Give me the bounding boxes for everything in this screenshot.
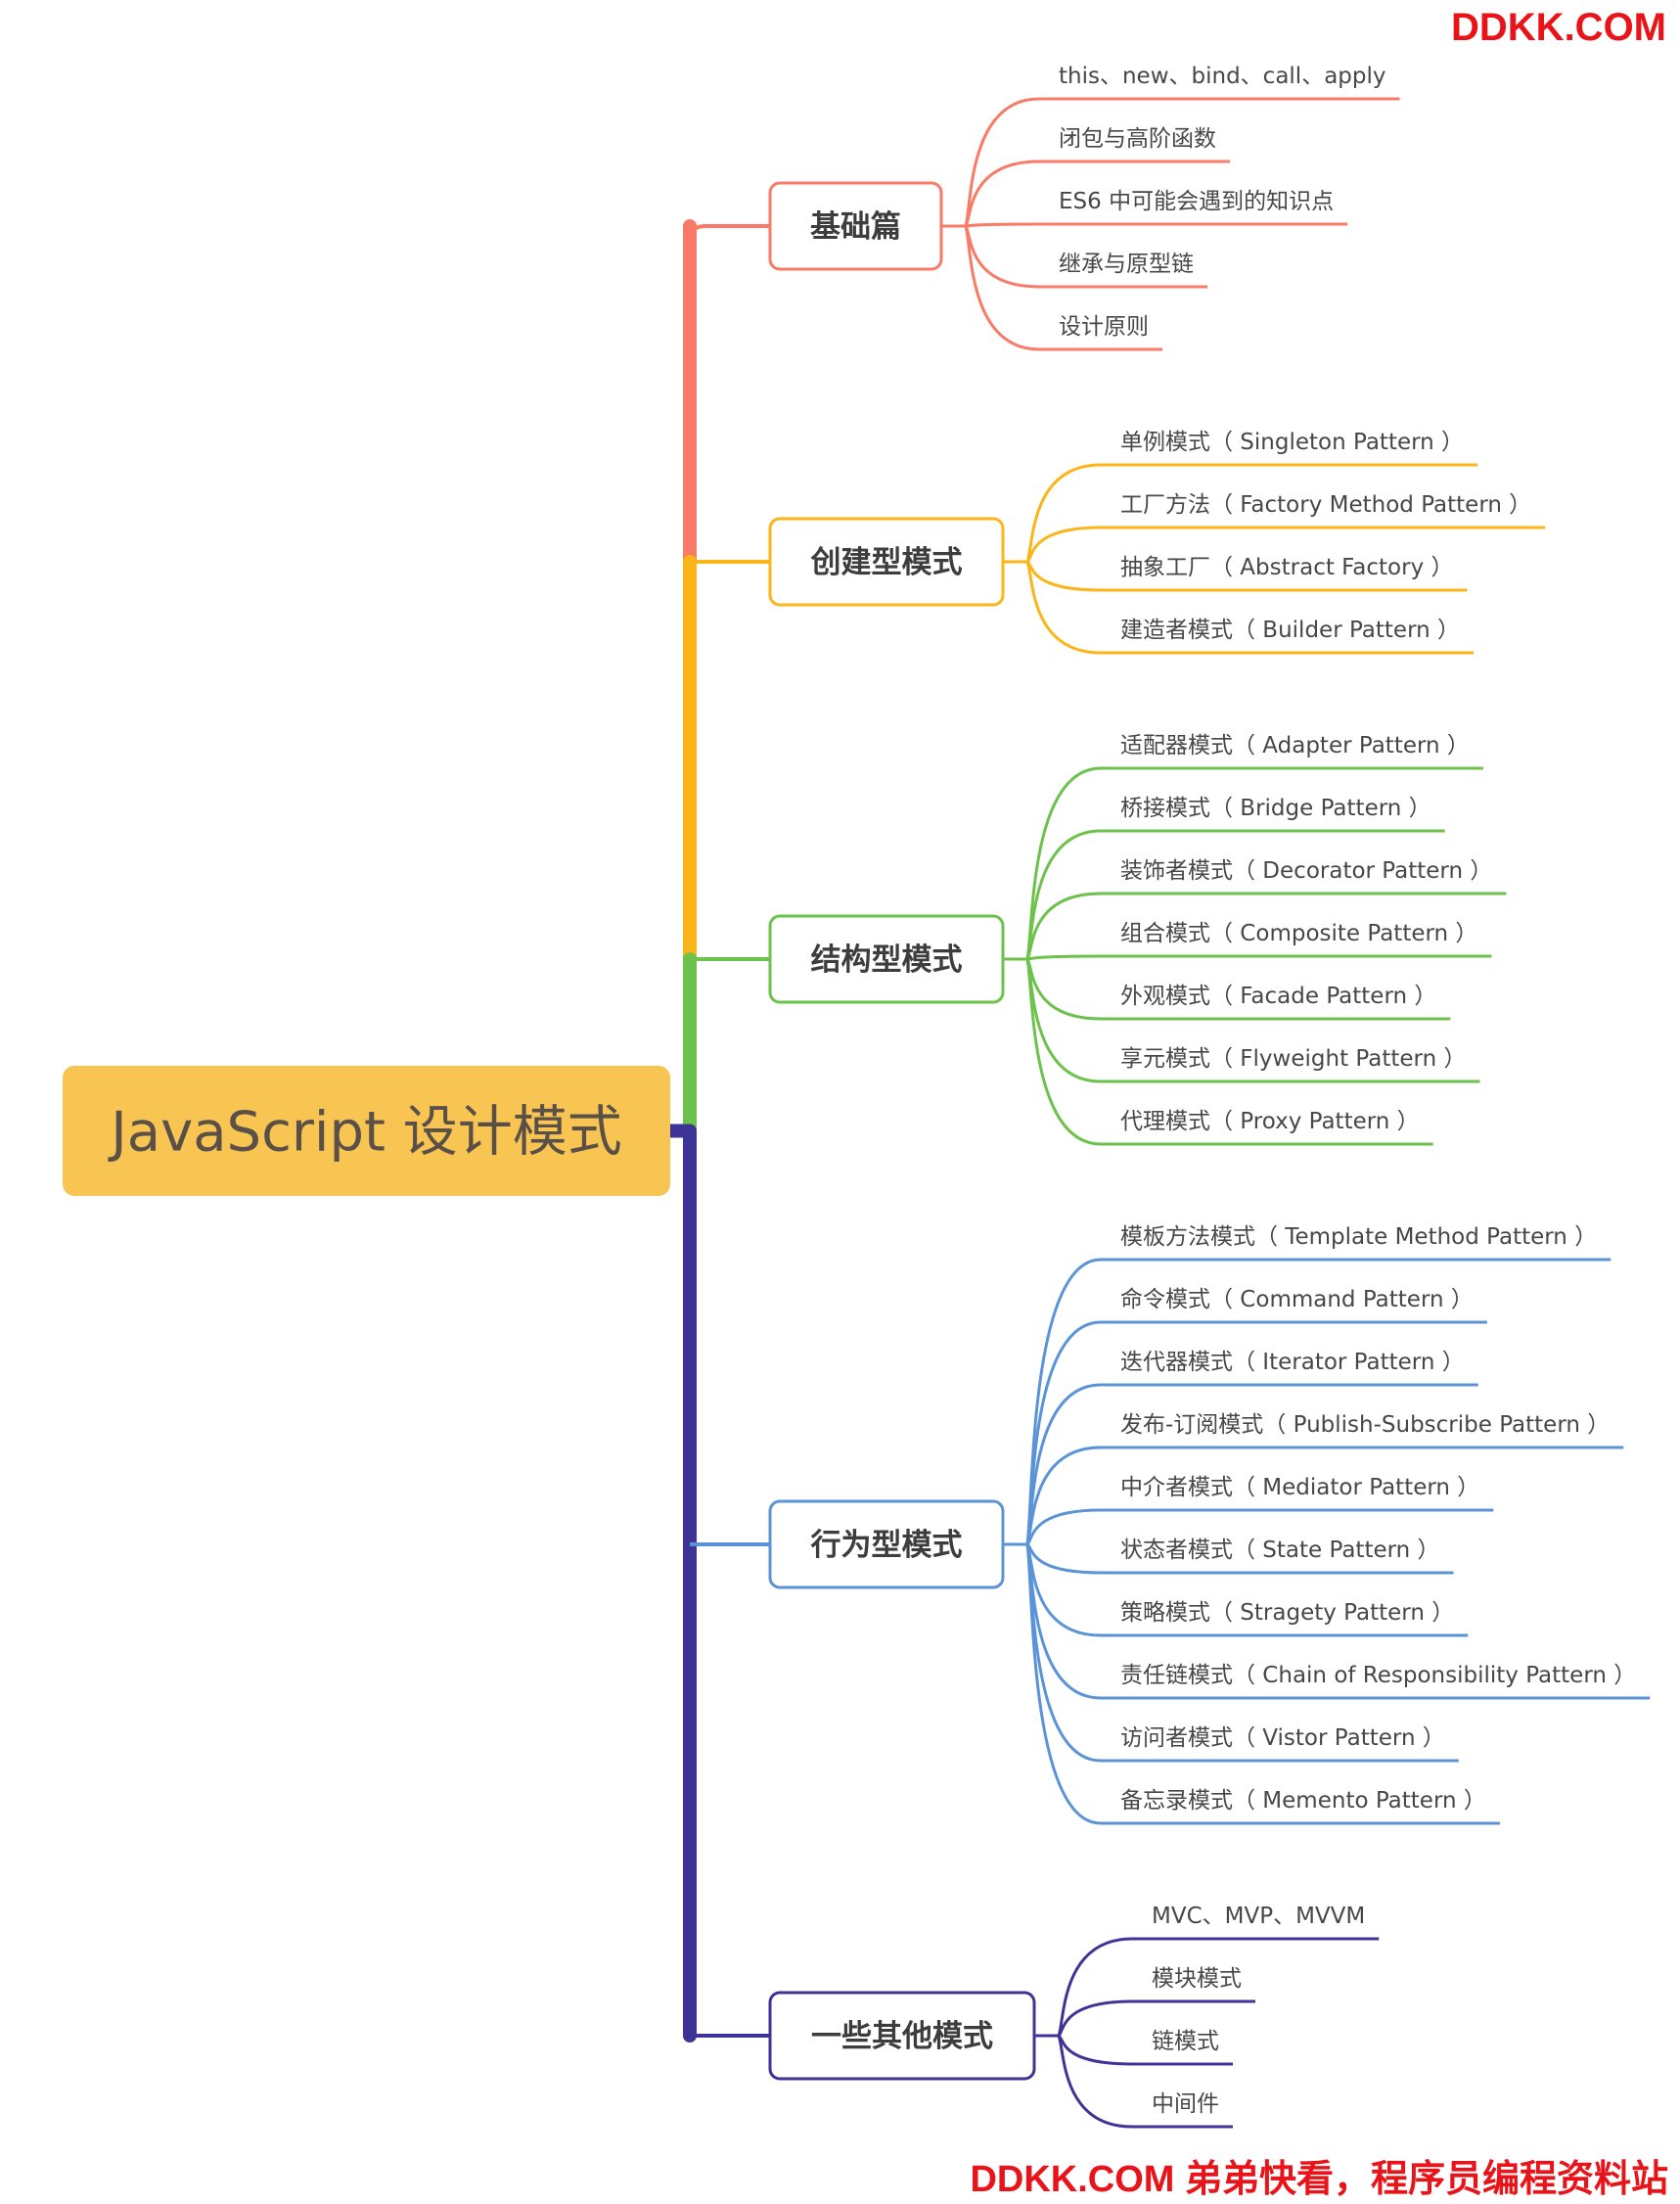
leaf-label[interactable]: 链模式: [1152, 2029, 1219, 2054]
leaf-label[interactable]: 状态者模式（ State Pattern ）: [1120, 1538, 1440, 1563]
leaf-connector: [1025, 526, 1546, 564]
leaf-label[interactable]: 适配器模式（ Adapter Pattern ）: [1120, 733, 1470, 758]
leaf-label[interactable]: 策略模式（ Stragety Pattern ）: [1120, 1600, 1454, 1626]
trunk: [670, 219, 697, 2043]
branch-label: 一些其他模式: [811, 2019, 993, 2054]
branch-label: 行为型模式: [810, 1528, 963, 1563]
leaf-connector: [964, 160, 1230, 227]
watermark-top: DDKK.COM: [1451, 6, 1666, 49]
leaf-label[interactable]: ES6 中可能会遇到的知识点: [1059, 189, 1334, 214]
leaf-connector: [1057, 1999, 1255, 2038]
branch-label: 创建型模式: [810, 545, 963, 580]
watermark-bottom: DDKK.COM 弟弟快看，程序员编程资料站: [970, 2159, 1668, 2200]
leaf-label[interactable]: 设计原则: [1059, 314, 1149, 340]
leaf-connector: [1057, 1937, 1380, 2037]
leaf-label[interactable]: 单例模式（ Singleton Pattern ）: [1120, 430, 1464, 455]
branch-connector: [688, 224, 770, 241]
leaf-label[interactable]: 继承与原型链: [1059, 252, 1194, 277]
leaf-label[interactable]: 备忘录模式（ Memento Pattern ）: [1120, 1788, 1486, 1814]
branch-label: 结构型模式: [811, 942, 963, 978]
root-label: JavaScript 设计模式: [108, 1101, 622, 1165]
leaf-label[interactable]: 中介者模式（ Mediator Pattern ）: [1120, 1475, 1479, 1500]
leaf-label[interactable]: 责任链模式（ Chain of Responsibility Pattern ）: [1120, 1663, 1636, 1688]
leaf-connector: [1025, 892, 1507, 960]
leaf-connector: [1025, 561, 1475, 655]
leaf-connector: [1025, 463, 1478, 563]
leaf-label[interactable]: 发布-订阅模式（ Publish-Subscribe Pattern ）: [1120, 1412, 1610, 1438]
leaf-connector: [1025, 1543, 1500, 1825]
leaf-label[interactable]: 工厂方法（ Factory Method Pattern ）: [1120, 492, 1531, 518]
leaf-connector: [965, 222, 1348, 228]
leaf-connector: [1025, 1383, 1478, 1545]
leaf-label[interactable]: 外观模式（ Facade Pattern ）: [1120, 984, 1436, 1009]
leaf-label[interactable]: 迭代器模式（ Iterator Pattern ）: [1120, 1350, 1465, 1375]
leaf-label[interactable]: 模板方法模式（ Template Method Pattern ）: [1120, 1224, 1597, 1250]
leaf-label[interactable]: 代理模式（ Proxy Pattern ）: [1120, 1109, 1420, 1134]
leaf-label[interactable]: 建造者模式（ Builder Pattern ）: [1120, 618, 1460, 643]
leaf-label[interactable]: 闭包与高阶函数: [1059, 126, 1216, 152]
leaf-label[interactable]: 抽象工厂（ Abstract Factory ）: [1120, 555, 1454, 580]
leaf-label[interactable]: MVC、MVP、MVVM: [1152, 1904, 1365, 1929]
leaf-connector: [1025, 958, 1433, 1146]
branch-label: 基础篇: [810, 209, 901, 245]
leaf-connector: [1025, 1508, 1494, 1546]
branch-3: 结构型模式 适配器模式（ Adapter Pattern ） 桥接模式（ Bridg…: [690, 733, 1507, 1146]
leaf-label[interactable]: 桥接模式（ Bridge Pattern ）: [1120, 796, 1431, 821]
leaf-connector: [964, 225, 1162, 351]
branch-2: 创建型模式 单例模式（ Singleton Pattern ） 工厂方法（ Fact…: [690, 430, 1546, 655]
root-node[interactable]: JavaScript 设计模式: [63, 1066, 670, 1196]
leaf-label[interactable]: 中间件: [1152, 2091, 1219, 2117]
leaf-label[interactable]: 访问者模式（ Vistor Pattern ）: [1120, 1725, 1445, 1751]
leaf-connector: [1025, 1446, 1624, 1545]
leaf-label[interactable]: 享元模式（ Flyweight Pattern ）: [1120, 1046, 1466, 1072]
leaf-label[interactable]: 组合模式（ Composite Pattern ）: [1120, 921, 1477, 946]
leaf-label[interactable]: this、new、bind、call、apply: [1059, 64, 1386, 89]
leaf-label[interactable]: 装饰者模式（ Decorator Pattern ）: [1120, 858, 1492, 884]
branch-1: 基础篇 this、new、bind、call、apply 闭包与高阶函数 ES6 中可…: [688, 64, 1400, 351]
leaf-connector: [1057, 2035, 1233, 2129]
leaf-connector: [1026, 954, 1492, 961]
leaf-label[interactable]: 命令模式（ Command Pattern ）: [1120, 1287, 1474, 1312]
branch-4: 行为型模式 模板方法模式（ Template Method Pattern ） 命令…: [689, 1224, 1651, 1825]
leaf-label[interactable]: 模块模式: [1152, 1966, 1242, 1992]
root-box: [63, 1066, 670, 1196]
